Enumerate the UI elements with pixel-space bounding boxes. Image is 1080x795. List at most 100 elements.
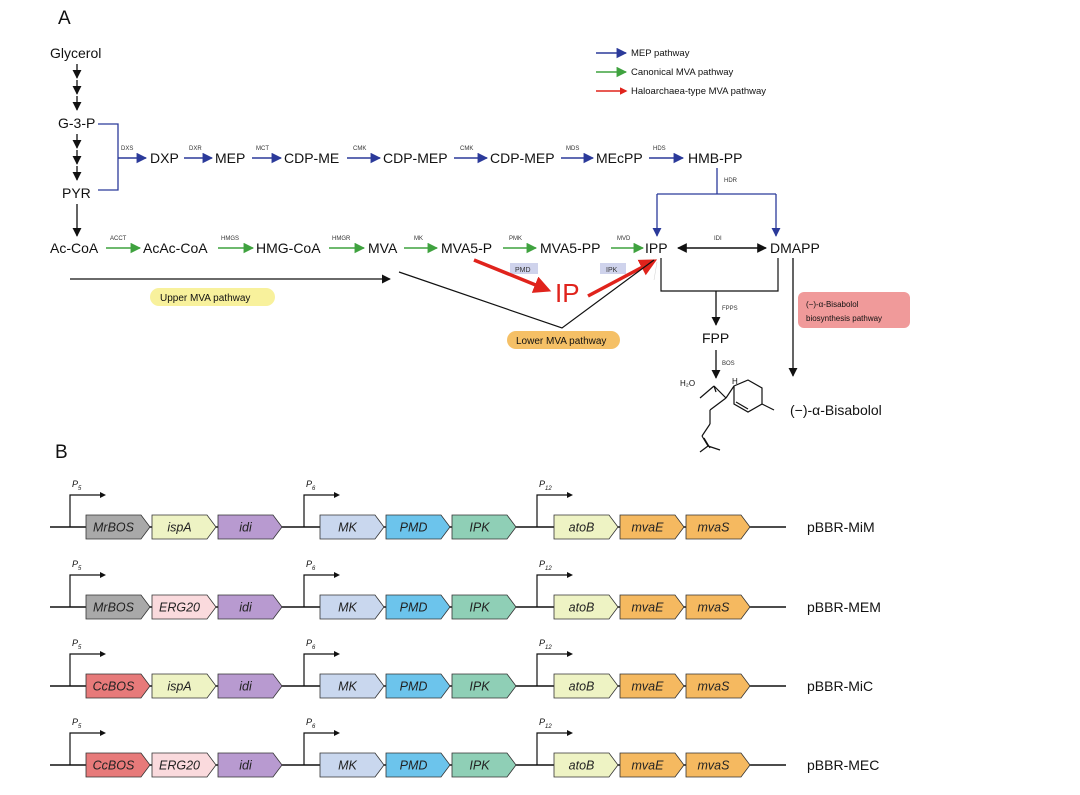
gene-arrow: [451, 752, 517, 778]
promoter-label: P: [306, 638, 312, 648]
promoter-arrow-icon: [69, 651, 106, 686]
promoter-arrow-icon: [303, 651, 340, 686]
promoter-arrow-icon: [303, 730, 340, 765]
node-pyr: PYR: [62, 185, 91, 201]
gene-arrow: [319, 673, 385, 699]
gene-arrow: [85, 752, 151, 778]
gene-label: ispA: [167, 521, 191, 535]
gene-label: PMD: [400, 521, 428, 535]
gene-arrow: [619, 514, 685, 540]
gene-arrow: [319, 752, 385, 778]
gene-label: MK: [338, 759, 357, 773]
panel-label-b: B: [55, 442, 68, 463]
label-h2o: H₂O: [680, 379, 695, 388]
halo-arrow-1: [473, 258, 552, 293]
enzyme-cmk-2: CMK: [460, 146, 473, 152]
enzyme-cmk-1: CMK: [353, 146, 366, 152]
gene-arrow: [385, 752, 451, 778]
promoter-arrow-icon: [536, 492, 573, 527]
pill-lower-mva: [507, 331, 620, 349]
gene-arrow: [451, 514, 517, 540]
enzyme-hds: HDS: [653, 146, 666, 152]
gene-label: IPK: [469, 601, 490, 615]
node-g3p: G-3-P: [58, 115, 95, 131]
enzyme-mct: MCT: [256, 146, 269, 152]
label-upper-mva: Upper MVA pathway: [160, 293, 250, 304]
gene-arrow: [451, 594, 517, 620]
gene-label: CcBOS: [93, 680, 135, 694]
gene-label: mvaE: [632, 680, 665, 694]
node-mep: MEP: [215, 150, 245, 166]
promoter-arrow-icon: [303, 572, 340, 607]
promoter-label: P: [539, 717, 545, 727]
gene-label: atoB: [569, 521, 595, 535]
gene-label: mvaE: [632, 601, 665, 615]
enzyme-ipk: IPK: [606, 267, 618, 274]
node-ipp: IPP: [645, 240, 668, 256]
gene-arrow: [619, 594, 685, 620]
node-ip: IP: [555, 278, 580, 308]
construct-name: pBBR-MEC: [807, 757, 879, 773]
node-dxp: DXP: [150, 150, 179, 166]
gene-arrow: [385, 594, 451, 620]
gene-arrow: [151, 673, 217, 699]
promoter-label: P: [306, 479, 312, 489]
gene-arrow: [151, 752, 217, 778]
gene-arrow: [217, 514, 283, 540]
node-hmgcoa: HMG-CoA: [256, 240, 321, 256]
promoter-subscript: 5: [78, 566, 82, 572]
panel-label-a: A: [58, 8, 71, 29]
gene-arrow: [685, 594, 751, 620]
gene-label: ERG20: [159, 759, 200, 773]
bisabolol-structure-icon: [699, 379, 775, 453]
gene-label: PMD: [400, 601, 428, 615]
promoter-subscript: 6: [312, 486, 316, 492]
gene-label: mvaS: [698, 680, 731, 694]
gene-label: atoB: [569, 601, 595, 615]
enzyme-box-ipk: [600, 263, 626, 274]
gene-arrow: [553, 594, 619, 620]
gene-label: atoB: [569, 759, 595, 773]
gene-arrow: [451, 673, 517, 699]
halo-arrow-2: [587, 259, 658, 298]
gene-arrow: [85, 673, 151, 699]
gene-label: PMD: [400, 680, 428, 694]
gene-arrow: [619, 752, 685, 778]
gene-arrow: [217, 594, 283, 620]
promoter-subscript: 6: [312, 566, 316, 572]
promoter-arrow-icon: [69, 572, 106, 607]
node-bisabolol: (−)-α-Bisabolol: [790, 402, 882, 418]
promoter-label: P: [72, 717, 78, 727]
enzyme-mvd: MVD: [617, 236, 631, 242]
node-fpp: FPP: [702, 330, 729, 346]
gene-arrow: [685, 752, 751, 778]
legend-label-mep: MEP pathway: [631, 48, 690, 59]
gene-arrow: [85, 514, 151, 540]
node-hmbpp: HMB-PP: [688, 150, 742, 166]
gene-label: ERG20: [159, 601, 200, 615]
enzyme-pmd: PMD: [515, 267, 531, 274]
enzyme-pmk: PMK: [509, 236, 522, 242]
gene-label: ispA: [167, 680, 191, 694]
gene-arrow: [151, 594, 217, 620]
construct-name: pBBR-MiM: [807, 519, 875, 535]
label-lower-mva: Lower MVA pathway: [516, 336, 606, 347]
gene-label: mvaS: [698, 521, 731, 535]
enzyme-dxr: DXR: [189, 146, 202, 152]
bisabolol-pathway-box: [798, 292, 910, 328]
enzyme-box-pmd: [510, 263, 538, 274]
legend-label-mva: Canonical MVA pathway: [631, 67, 734, 78]
promoter-arrow-icon: [69, 730, 106, 765]
label-bisabolol-path-2: biosynthesis pathway: [806, 314, 882, 323]
promoter-subscript: 12: [545, 566, 552, 572]
gene-label: mvaS: [698, 601, 731, 615]
enzyme-idi: IDI: [714, 236, 722, 242]
gene-label: mvaE: [632, 759, 665, 773]
promoter-label: P: [72, 479, 78, 489]
enzyme-mds: MDS: [566, 146, 579, 152]
promoter-label: P: [539, 479, 545, 489]
enzyme-mk: MK: [414, 236, 423, 242]
